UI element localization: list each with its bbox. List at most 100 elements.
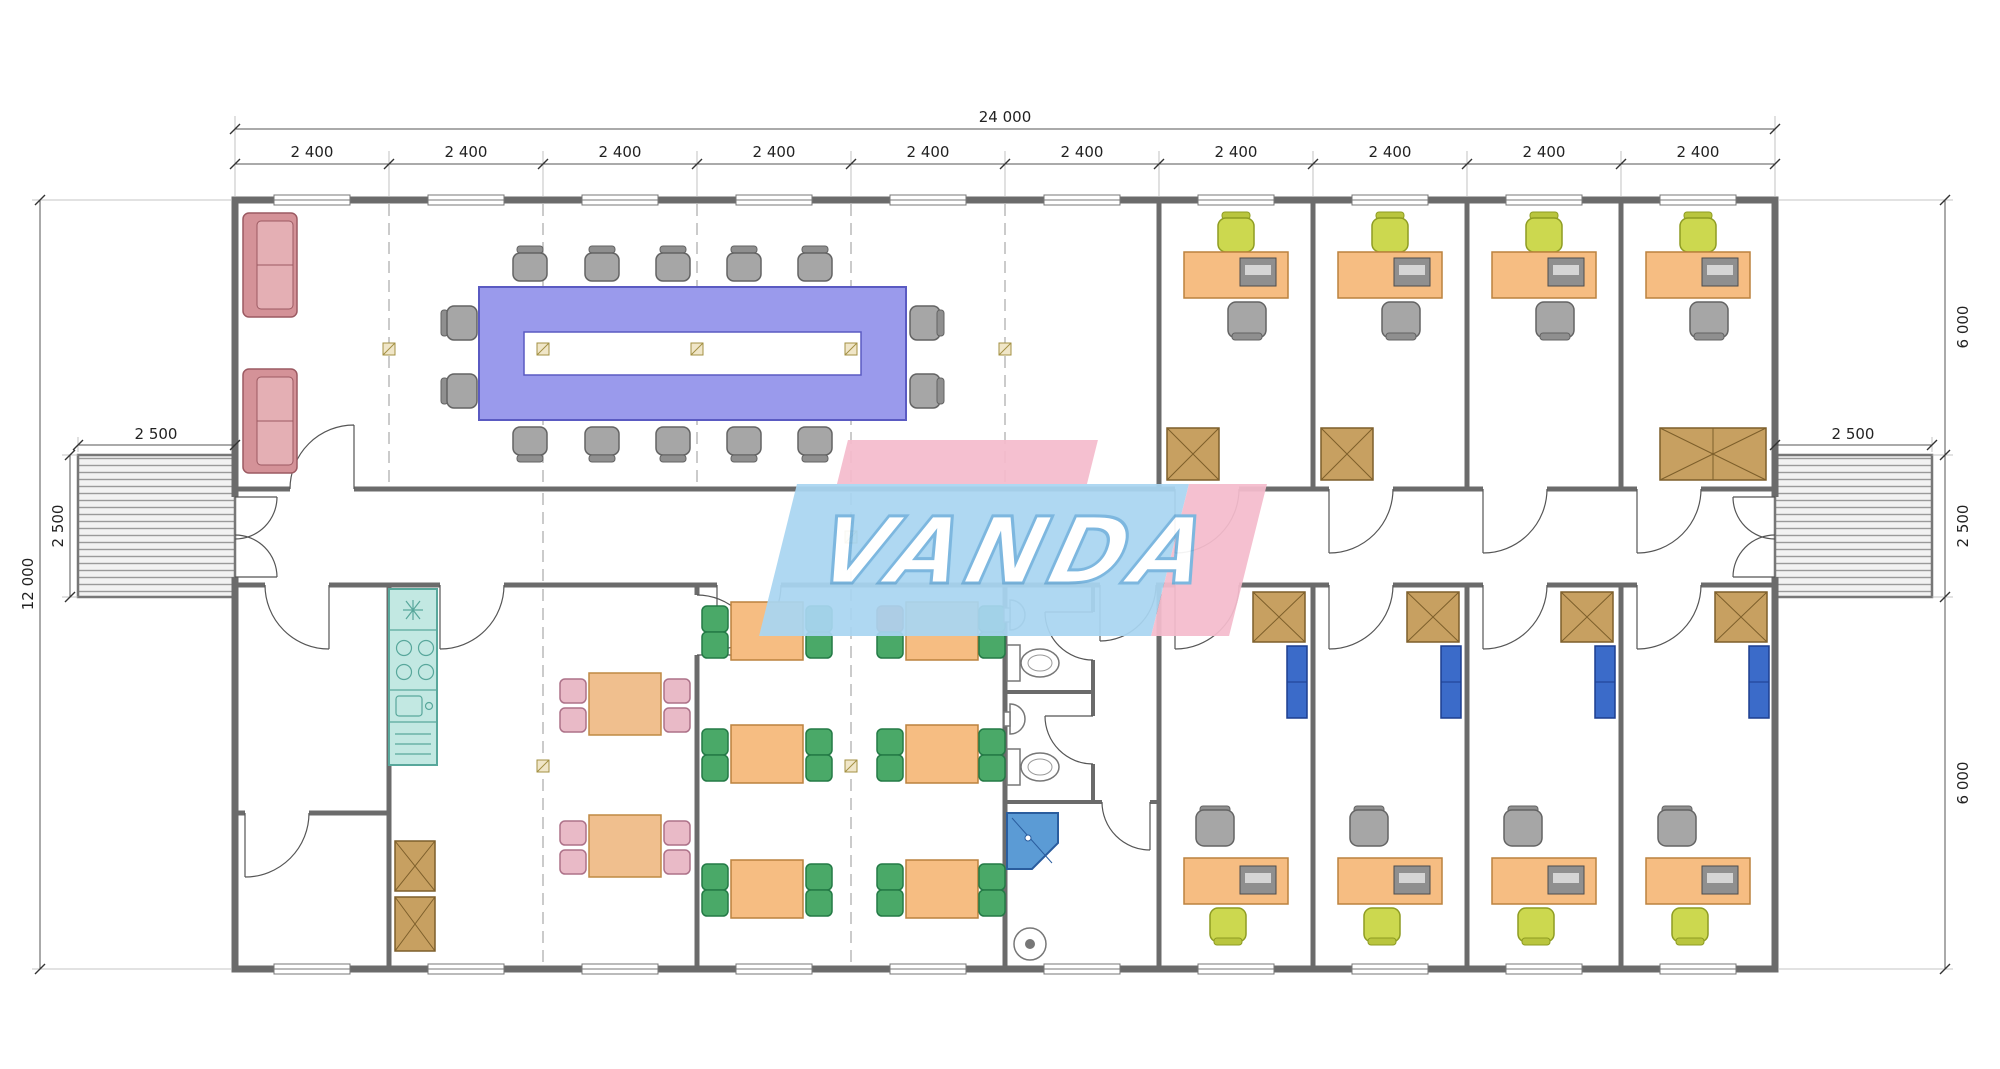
conference-chair	[797, 426, 833, 463]
sofa	[242, 212, 298, 318]
conference-chair	[440, 305, 478, 341]
dim-right-entrance-width: 2 500	[1954, 505, 1972, 548]
dim-right-top: 6 000	[1954, 306, 1972, 349]
extractor-fan-icon	[403, 600, 423, 620]
office-bottom-4	[1645, 591, 1770, 946]
dining-chair	[559, 707, 587, 733]
conference-chair	[655, 245, 691, 282]
grid-marker	[536, 759, 550, 773]
dim-module-1: 2 400	[291, 143, 334, 161]
dining-chair	[559, 820, 587, 846]
cabinet	[1320, 427, 1374, 481]
canteen-chair	[701, 754, 729, 782]
dimension-ticks	[34, 123, 1951, 975]
grid-marker	[690, 342, 704, 356]
conference-chair	[584, 245, 620, 282]
dim-module-4: 2 400	[753, 143, 796, 161]
conference-chair	[655, 426, 691, 463]
task-chair	[1671, 907, 1709, 943]
visitor-chair	[1657, 809, 1697, 847]
task-chair	[1209, 907, 1247, 943]
canteen-table	[730, 724, 804, 784]
dim-module-5: 2 400	[907, 143, 950, 161]
canteen-chair	[701, 889, 729, 917]
task-chair	[1517, 907, 1555, 943]
office-top-2	[1320, 211, 1443, 481]
door-shower-room	[1101, 801, 1151, 851]
vanda-watermark: VANDA	[758, 440, 1278, 640]
canteen-chair	[805, 728, 833, 756]
cabinet	[1252, 591, 1306, 643]
dim-module-3: 2 400	[599, 143, 642, 161]
conference-chair	[797, 245, 833, 282]
canteen-chair	[701, 728, 729, 756]
dining-chair	[663, 849, 691, 875]
office-bottom-3	[1491, 591, 1616, 946]
grid-marker	[844, 342, 858, 356]
dim-module-2: 2 400	[445, 143, 488, 161]
entrance-ramps	[76, 453, 1934, 599]
dim-module-8: 2 400	[1369, 143, 1412, 161]
dim-total-width: 24 000	[979, 108, 1032, 126]
visitor-chair	[1195, 809, 1235, 847]
dim-left-entrance-depth: 2 500	[135, 425, 178, 443]
exterior-walls	[231, 196, 1779, 973]
conference-chair	[512, 426, 548, 463]
shelf-unit	[1440, 645, 1462, 719]
canteen-chair	[876, 889, 904, 917]
door-entrance-right-double	[1732, 496, 1776, 578]
shelf-unit	[1748, 645, 1770, 719]
canteen-table	[905, 724, 979, 784]
dining-chair	[559, 678, 587, 704]
canteen-chair	[978, 863, 1006, 891]
conference-chair	[584, 426, 620, 463]
door-kitchen-room	[439, 584, 505, 650]
windows	[273, 194, 1737, 975]
office-bottom-1	[1183, 591, 1308, 946]
canteen-table	[730, 859, 804, 919]
grid-marker	[536, 342, 550, 356]
entrance-ramp-left	[76, 453, 237, 599]
visitor-chair	[1349, 809, 1389, 847]
canteen-chair	[805, 889, 833, 917]
task-chair	[1679, 217, 1717, 253]
canteen-chair	[978, 728, 1006, 756]
watermark-text: VANDA	[806, 497, 1226, 607]
grid-marker	[382, 342, 396, 356]
dim-module-9: 2 400	[1523, 143, 1566, 161]
canteen-chair	[701, 863, 729, 891]
office-bottom-2	[1337, 591, 1462, 946]
door-entry-room	[264, 584, 330, 650]
conference-chair	[726, 245, 762, 282]
wash-basin	[1003, 703, 1026, 735]
grid-marker	[844, 759, 858, 773]
dining-table	[588, 672, 662, 736]
office-top-1	[1166, 211, 1289, 481]
toilet	[1006, 748, 1060, 786]
canteen-chair	[876, 754, 904, 782]
floor-drain	[1013, 927, 1047, 961]
offices-top	[1166, 211, 1767, 481]
dimension-annotations: 24 000 2 400 2 400 2 400 2 400 2 400 2 4…	[19, 108, 1972, 975]
cooktop	[395, 639, 435, 681]
lounge-sofas	[242, 212, 298, 474]
canteen-chair	[978, 889, 1006, 917]
kitchen-sink	[395, 695, 434, 717]
canteen-chair	[978, 754, 1006, 782]
dining-chair	[663, 678, 691, 704]
canteen-table	[905, 859, 979, 919]
sofa	[242, 368, 298, 474]
dining-chair	[559, 849, 587, 875]
task-chair	[1371, 217, 1409, 253]
dining-table	[588, 814, 662, 878]
canteen-chair	[701, 631, 729, 659]
cabinet	[1714, 591, 1768, 643]
offices-bottom	[1183, 591, 1770, 946]
cabinet	[1166, 427, 1220, 481]
task-chair	[1525, 217, 1563, 253]
canteen-chair	[805, 754, 833, 782]
cabinet	[394, 896, 436, 952]
cabinet	[1406, 591, 1460, 643]
walls	[231, 196, 1779, 973]
